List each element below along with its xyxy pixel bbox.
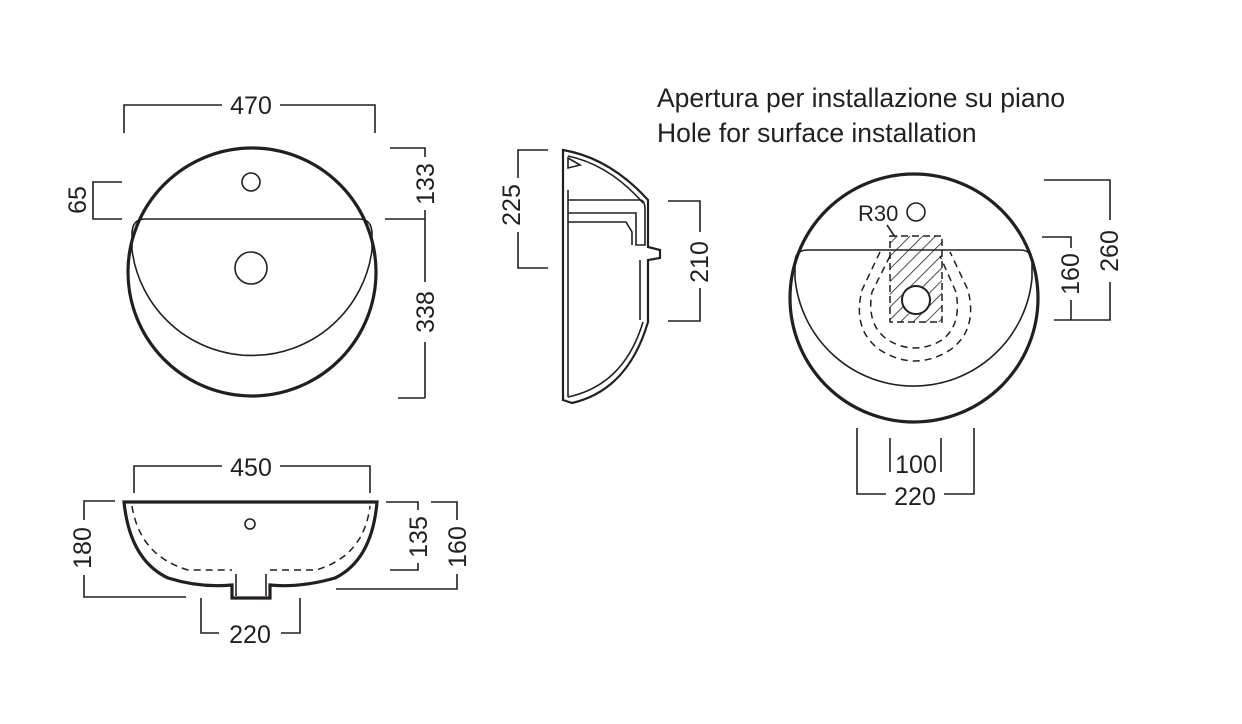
dim-160-hole-label: 160 [1057,253,1085,295]
bowl-rim [131,218,373,357]
dim-450: 450 [133,454,371,493]
tap-hole [241,172,261,192]
dim-225-label: 225 [498,184,526,226]
front-tap-hole [244,518,256,530]
r30-label: R30 [858,201,898,226]
dim-65-label: 65 [64,186,92,214]
dim-133: 133 [390,147,440,219]
overflow-slot [567,156,583,170]
dim-160-front: 160 [336,501,472,590]
dim-338: 338 [385,218,440,399]
dim-160-hole: 160 [1042,236,1085,320]
dim-225: 225 [498,149,548,269]
side-view: 225 210 [498,148,714,405]
dim-135-label: 135 [405,516,433,558]
dim-160-front-label: 160 [444,526,472,568]
basin-outline [126,146,378,398]
dim-220-front: 220 [200,598,301,649]
dim-450-label: 450 [230,454,272,482]
hole-basin-outline [788,172,1040,424]
dim-338-label: 338 [412,291,440,333]
dim-220-front-label: 220 [229,621,271,649]
side-inner-bowl [567,321,644,398]
front-hidden-bowl [131,505,371,571]
hole-bowl-rim [794,249,1033,387]
dim-260-label: 260 [1096,230,1124,272]
dim-470: 470 [123,92,376,133]
dim-65: 65 [64,181,122,220]
drain-hole [234,251,268,285]
top-view: 470 65 133 338 [64,92,440,399]
dim-260: 260 [1044,179,1124,321]
dim-100-label: 100 [895,451,937,479]
dim-220-hole-label: 220 [894,483,936,511]
installation-note: Apertura per installazione su piano Hole… [657,83,1065,148]
dim-100: 100 [889,438,942,479]
dim-180-label: 180 [69,527,97,569]
hidden-outline-outer [858,251,972,362]
channel-inner [568,221,633,245]
dim-210-label: 210 [686,241,714,283]
hole-view: R30 260 160 100 220 [788,172,1124,511]
note-italian: Apertura per installazione su piano [657,83,1065,113]
dim-180: 180 [69,500,186,598]
dim-470-label: 470 [230,92,272,120]
dim-133-label: 133 [412,163,440,205]
side-outline [561,148,662,405]
dim-220-hole: 220 [856,428,975,511]
dim-210: 210 [668,200,714,322]
side-inner-rim [567,155,644,204]
front-outline [122,500,379,600]
hidden-outline-inner [870,255,959,349]
overflow-channel [568,199,646,246]
front-view: 450 180 135 160 220 [69,454,472,649]
dim-135: 135 [386,501,433,571]
hole-tap-hole [906,202,926,222]
note-english: Hole for surface installation [657,118,977,148]
r30-leader [886,224,896,238]
hole-drain [901,285,931,315]
